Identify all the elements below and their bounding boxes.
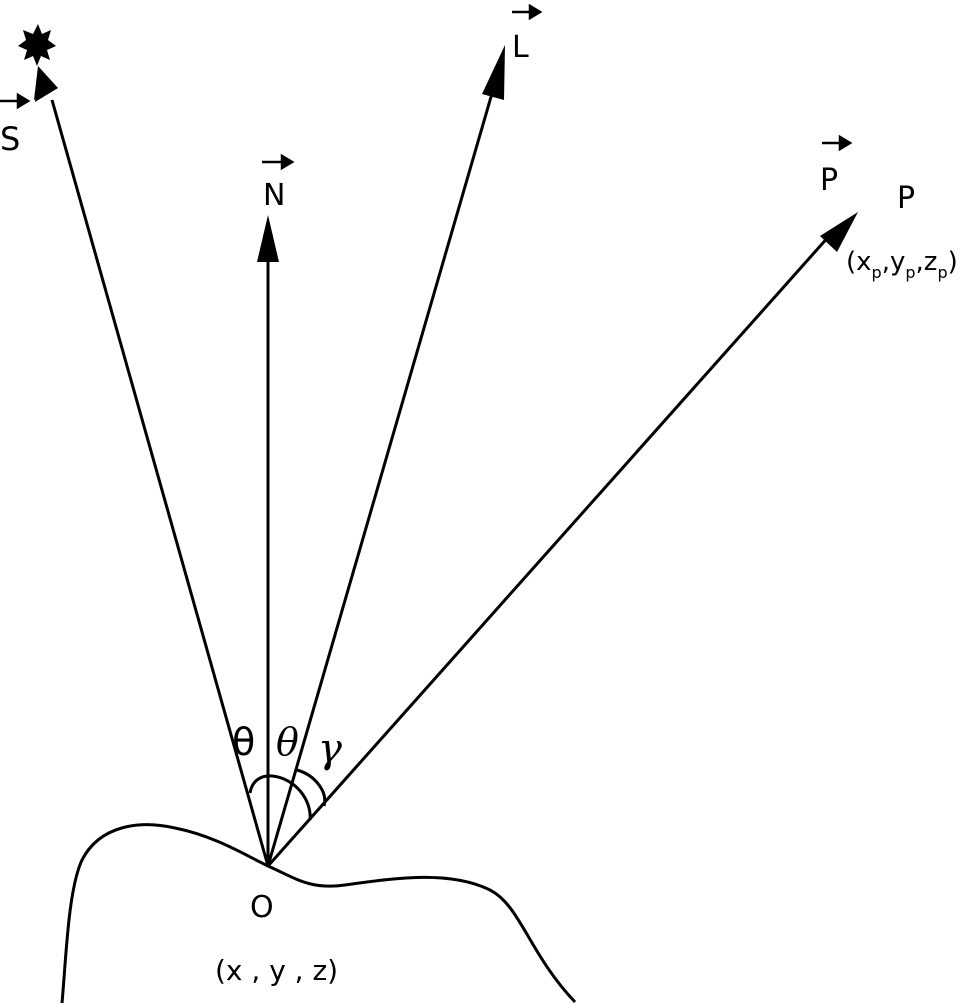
label-theta-reflected: θ	[276, 720, 299, 764]
vector-p-line	[266, 234, 832, 867]
label-p-coordinates: (xp,yp,zp)	[846, 247, 958, 282]
vector-l-arrowhead	[482, 45, 505, 100]
gamma-angle-arc	[296, 768, 327, 807]
vector-n-arrowhead	[257, 215, 279, 262]
s-vector-bar-head	[16, 92, 31, 110]
label-p-vector: P	[820, 163, 838, 198]
vector-l-line	[266, 89, 495, 867]
label-origin: O	[250, 890, 274, 925]
n-vector-bar-head	[280, 153, 295, 171]
label-n: N	[263, 178, 285, 213]
label-s: S	[0, 120, 20, 158]
label-gamma: γ	[318, 726, 342, 772]
l-vector-bar-head	[528, 3, 543, 21]
label-theta-incident: θ	[232, 720, 255, 764]
label-p-point: P	[897, 181, 915, 216]
light-source-star-icon	[18, 24, 56, 66]
vector-s-line	[50, 99, 270, 867]
vector-s-arrowhead-shape	[34, 66, 58, 100]
p-vector-bar-head	[838, 134, 853, 152]
vector-p-arrowhead	[820, 212, 858, 252]
label-l: L	[512, 30, 529, 65]
label-origin-coordinates: (x , y , z)	[215, 954, 338, 987]
theta-angle-arc	[248, 774, 312, 821]
